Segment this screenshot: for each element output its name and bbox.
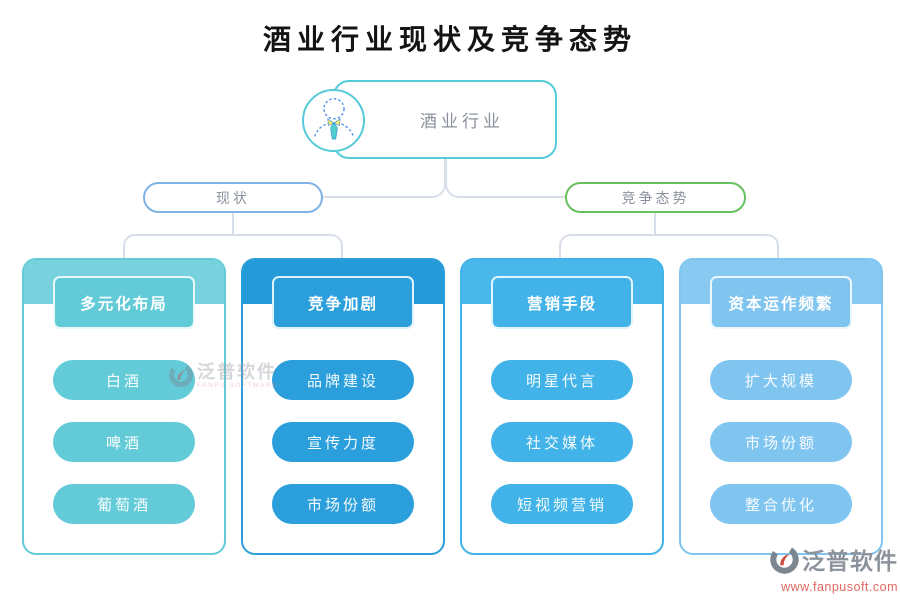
category-card-duoyuanhua: 多元化布局 白酒 啤酒 葡萄酒	[22, 258, 226, 555]
connector-root-to-left-branch	[322, 158, 446, 198]
branch-label: 竞争态势	[621, 191, 690, 207]
category-card-zibenyunzuo: 资本运作频繁 扩大规模 市场份额 整合优化	[679, 258, 883, 555]
connector-left-bracket	[123, 234, 343, 259]
leaf-node[interactable]: 品牌建设	[272, 360, 414, 400]
leaf-label: 明星代言	[525, 373, 598, 390]
leaf-node[interactable]: 明星代言	[491, 360, 633, 400]
leaf-node[interactable]: 市场份额	[710, 422, 852, 462]
branch-node-xianzhuang[interactable]: 现状	[143, 182, 323, 213]
leaf-label: 葡萄酒	[96, 497, 151, 514]
leaf-node[interactable]: 啤酒	[53, 422, 195, 462]
leaf-label: 社交媒体	[525, 435, 598, 452]
card-header-node[interactable]: 营销手段	[491, 276, 633, 329]
card-header-label: 竞争加剧	[307, 295, 378, 313]
card-header-label: 多元化布局	[80, 295, 168, 313]
leaf-node[interactable]: 白酒	[53, 360, 195, 400]
root-avatar	[302, 89, 365, 152]
leaf-node[interactable]: 社交媒体	[491, 422, 633, 462]
fanpu-logo-icon	[769, 544, 800, 580]
connector-root-to-right-branch	[445, 158, 566, 198]
leaf-label: 宣传力度	[306, 435, 379, 452]
leaf-node[interactable]: 市场份额	[272, 484, 414, 524]
person-icon	[308, 92, 360, 149]
root-node[interactable]: 酒业行业	[333, 80, 557, 159]
card-header-label: 营销手段	[526, 295, 597, 313]
connector-right-branch-stem	[654, 212, 656, 235]
connector-left-branch-stem	[232, 212, 234, 235]
leaf-label: 品牌建设	[306, 373, 379, 390]
connector-right-bracket	[559, 234, 779, 259]
leaf-node[interactable]: 宣传力度	[272, 422, 414, 462]
card-header-node[interactable]: 竞争加剧	[272, 276, 414, 329]
category-card-yingxiaoshouduan: 营销手段 明星代言 社交媒体 短视频营销	[460, 258, 664, 555]
card-header-node[interactable]: 资本运作频繁	[710, 276, 852, 329]
leaf-label: 短视频营销	[516, 497, 607, 514]
card-header-node[interactable]: 多元化布局	[53, 276, 195, 329]
leaf-label: 啤酒	[105, 435, 142, 452]
branch-node-jingzhengtaishi[interactable]: 竞争态势	[565, 182, 746, 213]
page-title: 酒业行业现状及竞争态势	[262, 25, 637, 56]
leaf-label: 白酒	[105, 373, 142, 390]
leaf-label: 整合优化	[744, 497, 817, 514]
watermark-url: www.fanpusoft.com	[781, 580, 898, 594]
branch-label: 现状	[216, 191, 250, 207]
leaf-node[interactable]: 整合优化	[710, 484, 852, 524]
leaf-node[interactable]: 短视频营销	[491, 484, 633, 524]
root-node-label: 酒业行业	[420, 112, 504, 131]
leaf-label: 扩大规模	[744, 373, 817, 390]
leaf-label: 市场份额	[744, 435, 817, 452]
watermark-bottom-right: 泛普软件 www.fanpusoft.com	[758, 544, 898, 595]
leaf-node[interactable]: 葡萄酒	[53, 484, 195, 524]
watermark-brand: 泛普软件	[802, 549, 898, 574]
leaf-label: 市场份额	[306, 497, 379, 514]
leaf-node[interactable]: 扩大规模	[710, 360, 852, 400]
card-header-label: 资本运作频繁	[728, 295, 834, 313]
category-card-jingzhengjiaju: 竞争加剧 品牌建设 宣传力度 市场份额	[241, 258, 445, 555]
